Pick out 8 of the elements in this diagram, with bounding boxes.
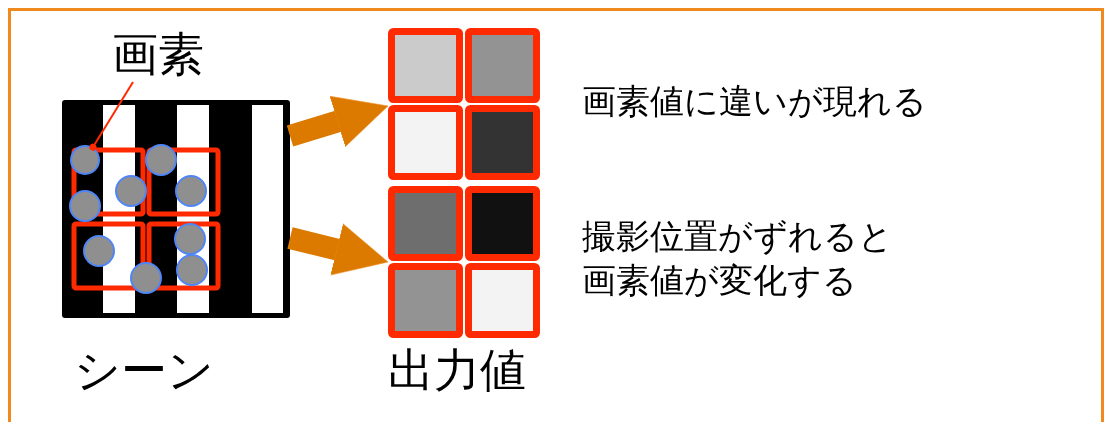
caption: 出力値 [388,344,526,397]
note-text: 撮影位置がずれると画素値が変化する [582,215,894,303]
pixel-label: 画素 [112,26,204,82]
note-text: 画素値に違いが現れる [582,82,927,122]
leader-line [89,81,134,151]
block-arrow [287,223,389,276]
scene-label: シーン [74,342,214,398]
block-arrow [286,95,389,147]
